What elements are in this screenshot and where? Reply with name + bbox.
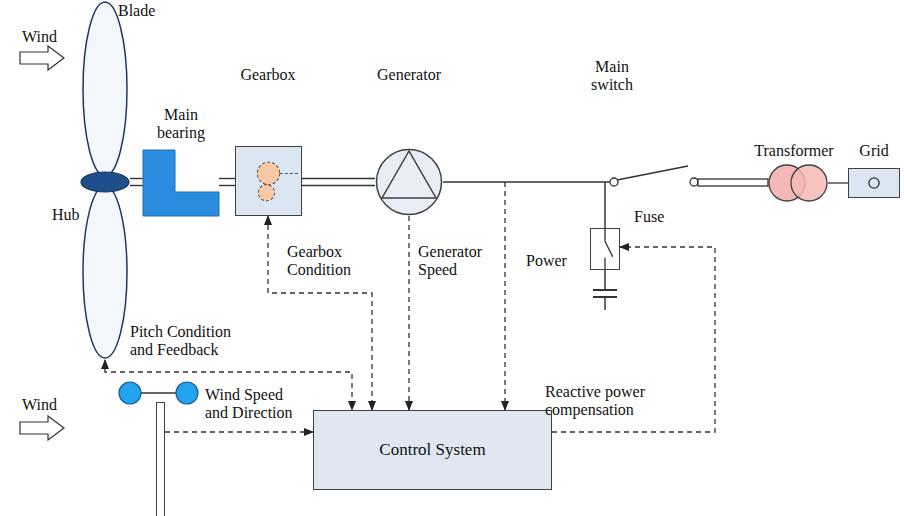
generator-circle [377, 150, 442, 215]
connector-line [219, 185, 235, 186]
part-label: Power [526, 252, 567, 270]
connector-line [828, 182, 848, 183]
connector-line [165, 431, 313, 432]
bearing-shape [143, 150, 219, 216]
fuse-drawing [591, 229, 619, 269]
fuse-shape [590, 228, 620, 270]
anemometer-shape [156, 402, 165, 516]
anemometer: Wind [15, 376, 205, 516]
node-label: Grid [846, 142, 902, 160]
fuse-element [605, 241, 613, 256]
node-label: Transformer [738, 142, 850, 160]
generator-shape [375, 148, 443, 216]
wind-arrow [20, 416, 64, 440]
node-label: Control System [313, 440, 552, 460]
node-label: Generator [366, 66, 452, 84]
fuse-wire [604, 182, 606, 228]
node-label: Hub [52, 206, 80, 224]
switch-blade [617, 166, 688, 180]
cable [698, 179, 768, 186]
blade-shape [83, 2, 127, 176]
connector-line [219, 178, 235, 179]
transformer-coil [791, 165, 827, 201]
switch-contact [690, 178, 698, 186]
wind-arrow [20, 46, 64, 70]
connector-line [302, 178, 375, 179]
gear-symbol [258, 185, 274, 201]
main-bearing: Main bearing [138, 106, 224, 218]
part-label: Wind [22, 28, 57, 46]
part-label: Main switch [576, 58, 648, 95]
transformer-drawing [768, 164, 828, 202]
node-label: Blade [118, 2, 155, 20]
grid-terminal [869, 178, 879, 188]
shaft-connector [219, 179, 235, 186]
anemometer-cup [119, 382, 141, 404]
signal-connector [409, 216, 410, 410]
node-label: Gearbox [230, 66, 306, 84]
power-line [443, 181, 610, 183]
line-connector [828, 183, 848, 184]
capacitor-plate [593, 289, 617, 291]
connector-line [302, 185, 375, 186]
switch-contact [610, 178, 618, 186]
grid-shape [848, 168, 900, 198]
fuse: Fuse [588, 208, 672, 270]
connector-line [130, 185, 143, 186]
connector-line [268, 216, 372, 410]
hub-shape [81, 172, 129, 192]
grid-drawing [849, 169, 899, 197]
fuse-contact [604, 229, 605, 241]
generator: Generator [366, 64, 452, 218]
edge-label: Gearbox Condition [287, 243, 367, 280]
edge-label: Reactive power compensation [545, 383, 657, 420]
generator-drawing [375, 148, 443, 216]
gearbox-shape [235, 146, 302, 216]
blade-shape [83, 186, 127, 358]
edge-label: Wind Speed and Direction [205, 386, 305, 423]
node-label: Fuse [634, 208, 664, 226]
rotor-drawing [80, 0, 130, 360]
anemometer-cup [176, 382, 198, 404]
grid: Grid [846, 142, 902, 200]
shaft-connector [302, 179, 375, 186]
node-label: Wind [22, 396, 57, 414]
rotor-shape [80, 0, 130, 360]
transformer-shape [768, 164, 828, 202]
connector-line [408, 216, 409, 410]
capacitor-wire [604, 270, 606, 290]
signal-connector [165, 432, 313, 433]
transformer: Transformer [738, 142, 850, 204]
capacitor-wire [604, 297, 606, 310]
shaft-connector [130, 179, 143, 186]
signal-connector [268, 216, 372, 410]
generator-triangle [382, 151, 436, 198]
control-box: Control System [313, 410, 552, 490]
gearbox: Gearbox [230, 64, 306, 216]
signal-line [504, 182, 505, 410]
connector-line [130, 178, 143, 179]
fuse-contact [604, 258, 605, 269]
main-bearing-shape [143, 150, 219, 216]
edge-label: Generator Speed [418, 243, 498, 280]
node-label: Main bearing [148, 106, 214, 143]
bearing-drawing [143, 150, 219, 216]
gear-drawing [236, 147, 301, 215]
edge-label: Pitch Condition and Feedback [130, 323, 252, 360]
gear-axis [280, 173, 299, 174]
gear-symbol [257, 162, 279, 184]
